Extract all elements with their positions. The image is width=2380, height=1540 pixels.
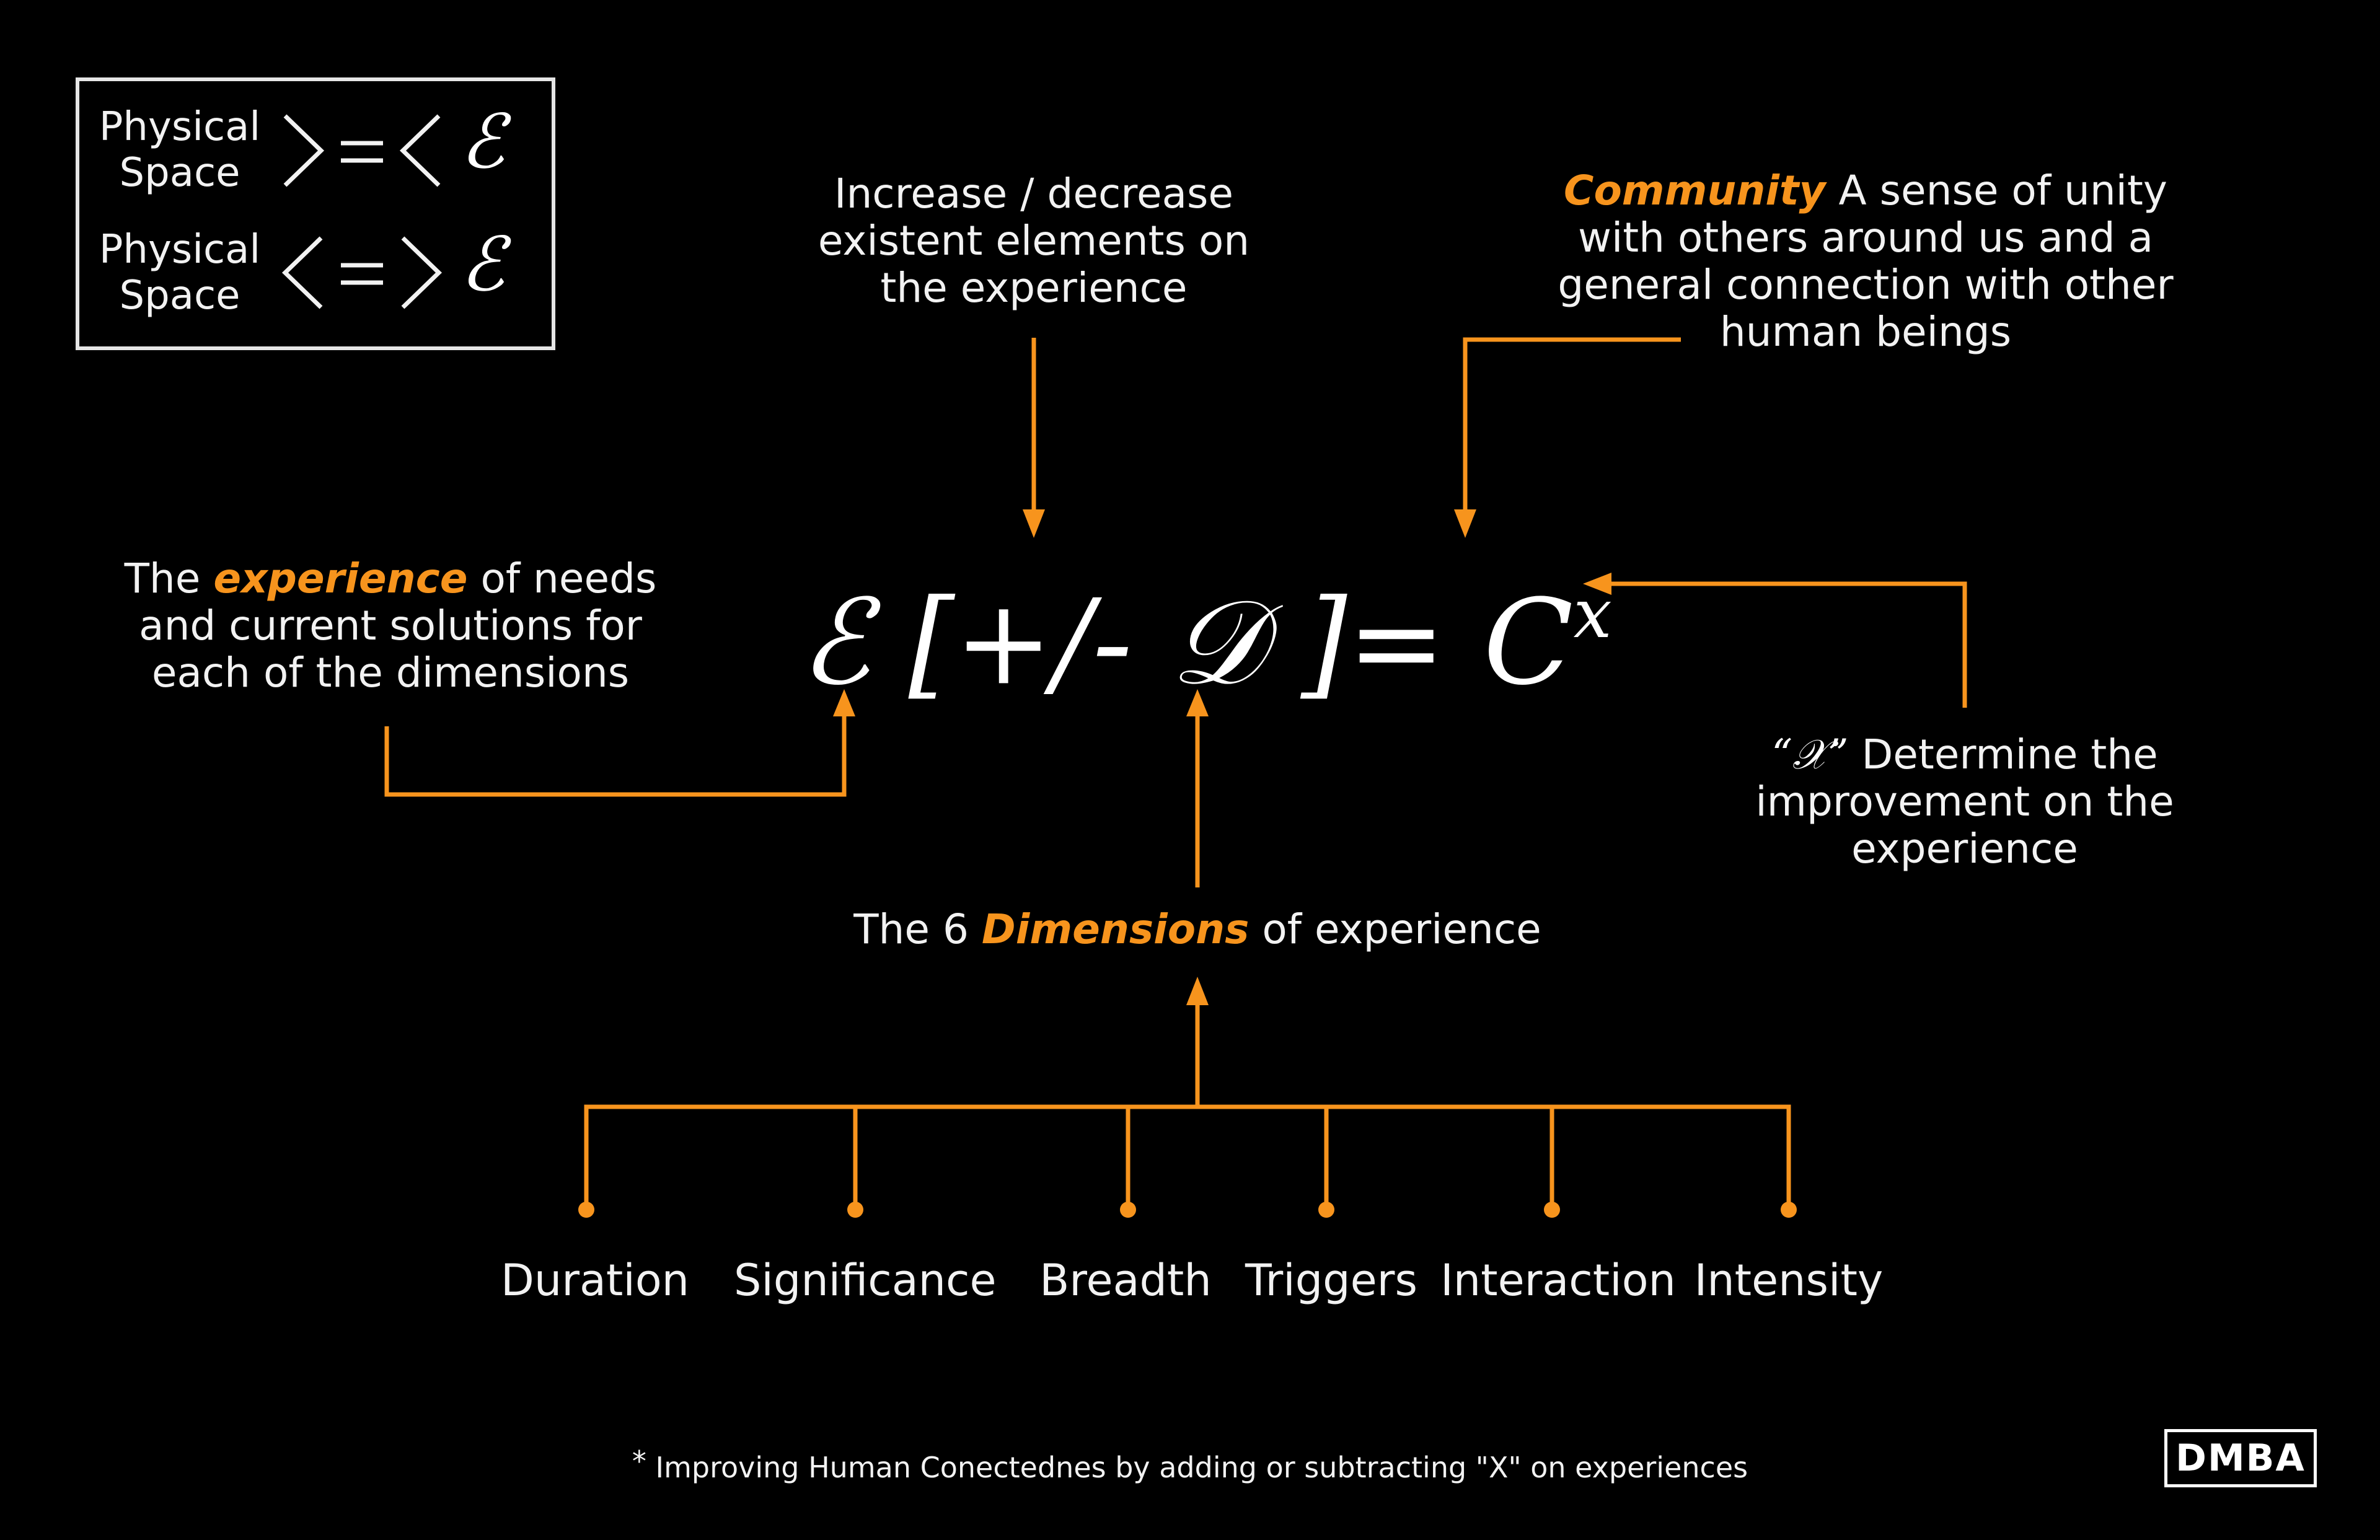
experience-line3: each of the dimensions bbox=[151, 649, 630, 697]
legend-row2-line2: Space bbox=[119, 273, 240, 319]
dimension-duration: Duration bbox=[500, 1255, 690, 1306]
legend-row1-line1: Physical bbox=[99, 104, 261, 150]
legend-row2-label: Physical Space bbox=[87, 227, 273, 319]
x-quote: “𝒳” bbox=[1771, 731, 1849, 778]
x-arrowhead bbox=[1583, 573, 1611, 595]
experience-line1-pre: The bbox=[124, 555, 214, 602]
dimension-interaction: Interaction bbox=[1440, 1255, 1676, 1306]
dimensions-arrowhead bbox=[1186, 977, 1209, 1005]
footnote: * Improving Human Conectednes by adding … bbox=[0, 1445, 2380, 1485]
legend-row2-line1: Physical bbox=[99, 227, 261, 273]
legend-row2-symbols bbox=[281, 236, 443, 309]
community-line3: general connection with other bbox=[1558, 261, 2174, 309]
legend-row1-label: Physical Space bbox=[87, 104, 273, 196]
x-line1-rest: Determine the bbox=[1848, 731, 2158, 778]
equation: ℰ [+/- 𝒟 ]= Cx bbox=[800, 539, 1612, 711]
x-line2: improvement on the bbox=[1755, 778, 2174, 825]
greater-than-icon bbox=[283, 114, 325, 187]
legend-row1-e-symbol: ℰ bbox=[460, 99, 505, 185]
dot-triggers bbox=[1318, 1202, 1334, 1218]
equation-e: ℰ bbox=[800, 574, 871, 711]
greater-than-icon bbox=[401, 236, 443, 309]
community-annotation: Community A sense of unity with others a… bbox=[1525, 167, 2206, 356]
equation-exponent: x bbox=[1573, 574, 1612, 653]
community-line1-rest: A sense of unity bbox=[1825, 167, 2167, 214]
x-connector bbox=[1611, 581, 1967, 708]
legend-row2-e-symbol: ℰ bbox=[460, 222, 505, 308]
equation-operator: +/- bbox=[954, 574, 1133, 711]
experience-connector bbox=[384, 713, 847, 797]
community-line4: human beings bbox=[1719, 308, 2012, 356]
experience-line1-post: of needs bbox=[467, 555, 657, 602]
dimension-significance: Significance bbox=[734, 1255, 997, 1306]
d-arrowhead bbox=[1186, 689, 1209, 716]
community-arrowhead bbox=[1454, 509, 1476, 538]
equation-equals: = bbox=[1347, 574, 1446, 711]
dot-intensity bbox=[1781, 1202, 1797, 1218]
community-connector bbox=[1463, 337, 1681, 514]
experience-highlight: experience bbox=[213, 555, 468, 602]
experience-arrowhead bbox=[833, 689, 855, 716]
dimension-intensity: Intensity bbox=[1694, 1255, 1884, 1306]
increase-line2: existent elements on bbox=[818, 217, 1250, 265]
tree-bar bbox=[584, 1104, 1791, 1208]
dot-significance bbox=[847, 1202, 863, 1218]
dot-duration bbox=[578, 1202, 594, 1218]
dimension-triggers: Triggers bbox=[1245, 1255, 1417, 1306]
x-line3: experience bbox=[1851, 825, 2078, 873]
x-line1: “𝒳” Determine the bbox=[1723, 731, 2206, 778]
equation-bracket-close: ] bbox=[1301, 574, 1347, 711]
experience-annotation: The experience of needs and current solu… bbox=[99, 555, 682, 697]
increase-line1: Increase / decrease bbox=[834, 170, 1233, 218]
equation-d: 𝒟 bbox=[1170, 574, 1264, 711]
less-than-icon bbox=[399, 114, 441, 187]
equation-c: C bbox=[1483, 574, 1574, 711]
increase-arrowhead bbox=[1023, 509, 1045, 538]
legend-row1-symbols bbox=[283, 114, 441, 187]
dimensions-post: of experience bbox=[1249, 905, 1541, 953]
dmba-logo: DMBA bbox=[2164, 1429, 2317, 1487]
legend-box bbox=[76, 77, 555, 350]
less-than-icon bbox=[281, 236, 323, 309]
community-highlight: Community bbox=[1564, 167, 1826, 214]
community-line1: Community A sense of unity bbox=[1525, 167, 2206, 214]
legend-row1-line2: Space bbox=[119, 150, 240, 196]
dimensions-label: The 6 Dimensions of experience bbox=[806, 906, 1589, 953]
footnote-star: * bbox=[632, 1445, 646, 1478]
experience-line2: and current solutions for bbox=[139, 602, 642, 649]
community-line2: with others around us and a bbox=[1577, 214, 2154, 262]
dot-breadth bbox=[1120, 1202, 1136, 1218]
increase-line3: the experience bbox=[880, 264, 1188, 312]
dimension-breadth: Breadth bbox=[1039, 1255, 1212, 1306]
x-annotation: “𝒳” Determine the improvement on the exp… bbox=[1723, 731, 2206, 873]
footnote-text: Improving Human Conectednes by adding or… bbox=[646, 1451, 1748, 1484]
dimensions-highlight: Dimensions bbox=[981, 905, 1250, 953]
dot-interaction bbox=[1544, 1202, 1560, 1218]
increase-annotation: Increase / decrease existent elements on… bbox=[786, 170, 1282, 312]
experience-line1: The experience of needs bbox=[99, 555, 682, 602]
dimensions-pre: The 6 bbox=[853, 905, 982, 953]
equation-bracket-open: [ bbox=[908, 574, 954, 711]
